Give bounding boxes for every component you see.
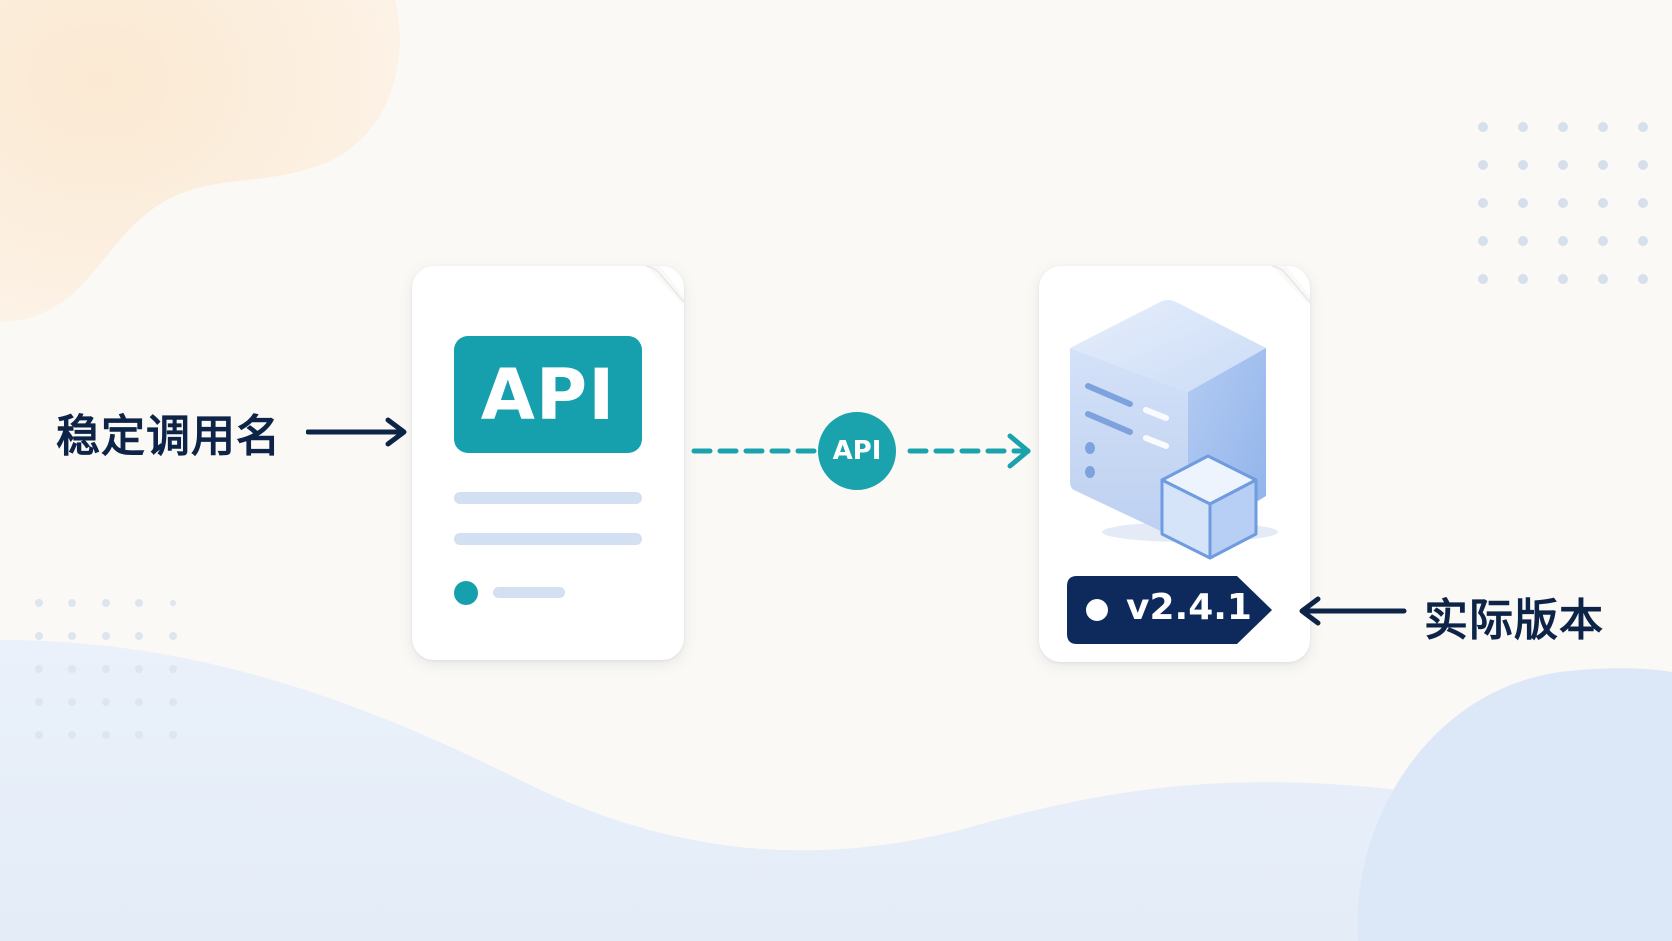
blue-circle [1357,668,1672,941]
status-dot [454,581,478,605]
right-label: 实际版本 [1424,595,1604,646]
dashed-connector [691,433,1031,469]
document-line [454,533,642,545]
api-document-card: API [412,266,684,660]
version-label: v2.4.1 [1126,587,1252,628]
blue-wave [0,640,1672,941]
dot-grid-right [1478,122,1648,284]
folded-corner [1272,266,1311,306]
folded-corner [646,266,685,306]
left-label: 稳定调用名 [56,411,281,462]
api-banner: API [454,336,642,453]
server-icon [1070,300,1278,560]
document-line [454,492,642,504]
peach-blob [0,0,400,322]
dot-grid-left [35,599,177,739]
document-line [493,587,565,598]
api-chip: API [818,412,896,490]
left-arrow-icon [1299,596,1407,626]
right-arrow-icon [306,417,407,447]
version-tag [1067,576,1272,644]
